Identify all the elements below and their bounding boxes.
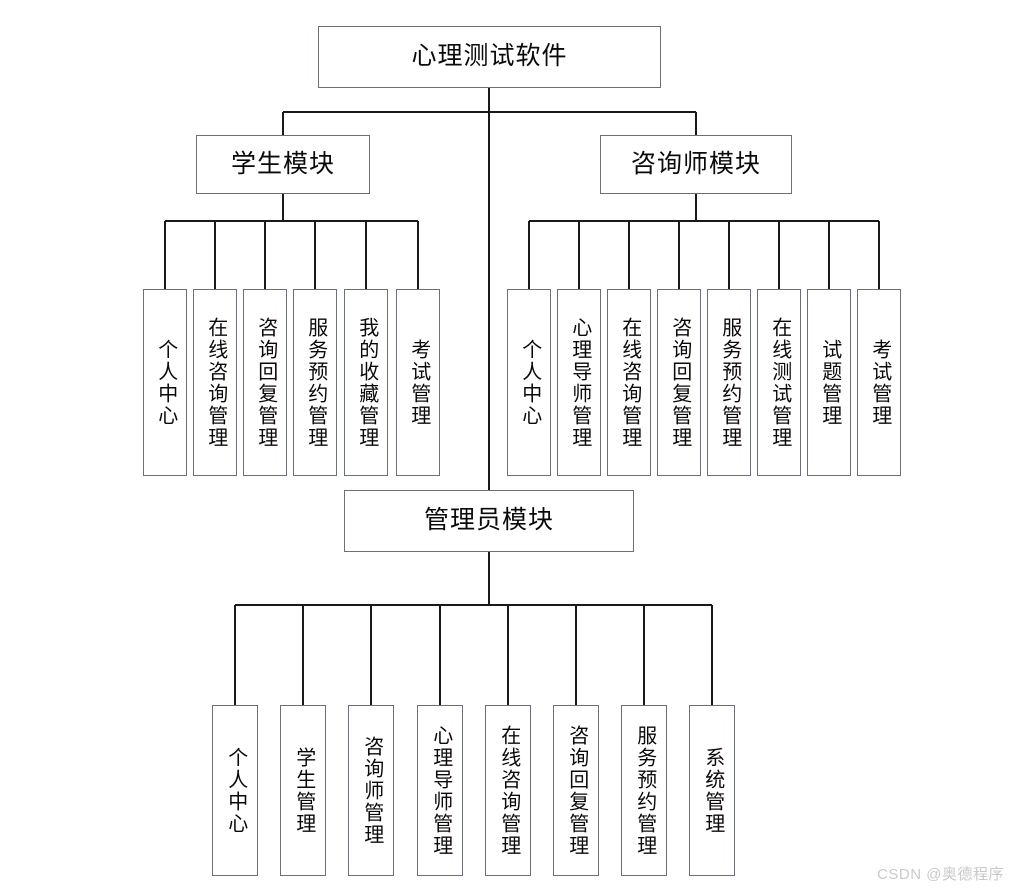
node-admin-leaf-2[interactable]: 咨询师管理 [348, 705, 394, 876]
node-student-leaf-4[interactable]: 我的收藏管理 [344, 289, 388, 476]
node-counselor-module[interactable]: 咨询师模块 [600, 135, 792, 194]
node-counselor-leaf-2[interactable]: 在线咨询管理 [607, 289, 651, 476]
node-counselor-leaf-7-label: 考试管理 [868, 338, 891, 427]
node-counselor-leaf-3-label: 咨询回复管理 [668, 316, 691, 449]
node-counselor-module-label: 咨询师模块 [630, 149, 761, 178]
node-admin-leaf-0[interactable]: 个人中心 [212, 705, 258, 876]
node-counselor-leaf-7[interactable]: 考试管理 [857, 289, 901, 476]
node-counselor-leaf-5[interactable]: 在线测试管理 [757, 289, 801, 476]
node-student-module-label: 学生模块 [230, 149, 335, 178]
node-admin-leaf-5-label: 咨询回复管理 [565, 724, 588, 857]
node-admin-leaf-2-label: 咨询师管理 [360, 735, 383, 846]
csdn-watermark: CSDN @奥德程序 [877, 866, 1004, 883]
node-student-leaf-1[interactable]: 在线咨询管理 [193, 289, 237, 476]
node-counselor-leaf-6[interactable]: 试题管理 [807, 289, 851, 476]
node-counselor-leaf-1-label: 心理导师管理 [568, 316, 591, 449]
node-admin-module-label: 管理员模块 [423, 506, 554, 535]
node-admin-leaf-6[interactable]: 服务预约管理 [621, 705, 667, 876]
node-counselor-leaf-4-label: 服务预约管理 [718, 316, 741, 449]
node-admin-leaf-7[interactable]: 系统管理 [689, 705, 735, 876]
node-admin-leaf-7-label: 系统管理 [701, 746, 724, 835]
node-counselor-leaf-0-label: 个人中心 [518, 338, 541, 427]
node-counselor-leaf-2-label: 在线咨询管理 [618, 316, 641, 449]
node-counselor-leaf-5-label: 在线测试管理 [768, 316, 791, 449]
node-student-leaf-4-label: 我的收藏管理 [355, 316, 378, 449]
node-student-leaf-0-label: 个人中心 [154, 338, 177, 427]
node-admin-leaf-1-label: 学生管理 [292, 746, 315, 835]
node-admin-leaf-4[interactable]: 在线咨询管理 [485, 705, 531, 876]
node-counselor-leaf-3[interactable]: 咨询回复管理 [657, 289, 701, 476]
node-student-leaf-3[interactable]: 服务预约管理 [293, 289, 337, 476]
node-root-label: 心理测试软件 [411, 42, 568, 71]
node-admin-leaf-6-label: 服务预约管理 [633, 724, 656, 857]
node-student-leaf-5-label: 考试管理 [407, 338, 430, 427]
node-student-leaf-2[interactable]: 咨询回复管理 [243, 289, 287, 476]
node-admin-leaf-3-label: 心理导师管理 [429, 724, 452, 857]
node-admin-leaf-1[interactable]: 学生管理 [280, 705, 326, 876]
node-student-leaf-0[interactable]: 个人中心 [143, 289, 187, 476]
node-student-leaf-5[interactable]: 考试管理 [396, 289, 440, 476]
node-root[interactable]: 心理测试软件 [318, 26, 661, 88]
node-student-leaf-3-label: 服务预约管理 [304, 316, 327, 449]
node-admin-leaf-5[interactable]: 咨询回复管理 [553, 705, 599, 876]
node-counselor-leaf-0[interactable]: 个人中心 [507, 289, 551, 476]
node-counselor-leaf-6-label: 试题管理 [818, 338, 841, 427]
node-admin-module[interactable]: 管理员模块 [344, 490, 634, 552]
node-student-module[interactable]: 学生模块 [196, 135, 370, 194]
node-admin-leaf-0-label: 个人中心 [224, 746, 247, 835]
node-student-leaf-1-label: 在线咨询管理 [204, 316, 227, 449]
node-admin-leaf-4-label: 在线咨询管理 [497, 724, 520, 857]
node-counselor-leaf-4[interactable]: 服务预约管理 [707, 289, 751, 476]
node-counselor-leaf-1[interactable]: 心理导师管理 [557, 289, 601, 476]
node-student-leaf-2-label: 咨询回复管理 [254, 316, 277, 449]
node-admin-leaf-3[interactable]: 心理导师管理 [417, 705, 463, 876]
